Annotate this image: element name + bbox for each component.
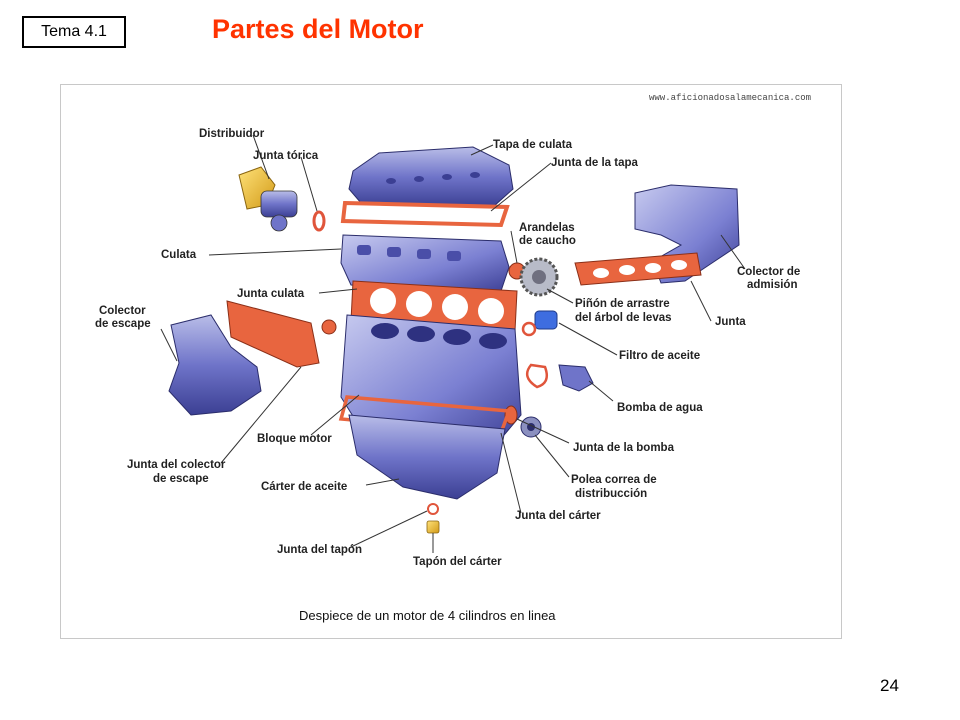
oil-pan-part [348,414,506,500]
label-junta-colector-escape-1: Junta del colector [127,459,226,471]
label-colector-admision-2: admisión [747,279,797,291]
label-junta-colector-escape-2: de escape [153,473,209,485]
label-junta-carter: Junta del cárter [515,510,601,522]
label-culata: Culata [161,249,197,261]
drain-plug-part [426,503,440,534]
part-labels: Distribuidor Junta tórica Tapa de culata… [95,128,800,568]
label-distribuidor: Distribuidor [199,128,265,140]
cylinder-head-detail [357,245,461,261]
topic-label: Tema 4.1 [22,16,126,48]
label-junta-tapa: Junta de la tapa [551,157,639,169]
timing-pulley-part [520,416,542,438]
camshaft-sprocket-part [519,257,559,297]
valve-cover-part [348,146,514,208]
label-carter-aceite: Cárter de aceite [261,481,347,493]
diagram-canvas: www.aficionadosalamecanica.com [95,93,811,623]
oil-filter-part [521,310,558,337]
label-junta-culata: Junta culata [237,288,305,300]
exhaust-gasket-part [226,300,320,368]
label-pinon-2: del árbol de levas [575,312,672,324]
label-junta-tapon: Junta del tapón [277,544,362,556]
label-junta: Junta [715,316,746,328]
label-colector-escape-1: Colector [99,305,146,317]
intake-gasket-part [574,252,702,286]
label-arandelas-2: de caucho [519,235,576,247]
label-polea-1: Polea correa de [571,474,657,486]
label-junta-bomba: Junta de la bomba [573,442,675,454]
page-number: 24 [880,676,899,695]
website-credit: www.aficionadosalamecanica.com [649,93,811,103]
label-bomba-agua: Bomba de agua [617,402,703,414]
exhaust-manifold-part [168,314,262,416]
label-pinon-1: Piñón de arrastre [575,298,670,310]
label-polea-2: distribucción [575,488,647,500]
water-pump-part [525,363,594,392]
label-tapon-carter: Tapón del cárter [413,556,502,568]
label-arandelas-1: Arandelas [519,222,575,234]
label-tapa-culata: Tapa de culata [493,139,573,151]
label-junta-torica: Junta tórica [253,150,319,162]
leader-lines [160,134,746,553]
label-bloque-motor: Bloque motor [257,433,332,445]
label-filtro-aceite: Filtro de aceite [619,350,700,362]
intake-gasket-holes [593,260,687,278]
small-gasket-ring [321,319,337,335]
engine-exploded-diagram: www.aficionadosalamecanica.com [60,84,842,639]
o-ring-part [312,210,326,232]
label-colector-escape-2: de escape [95,318,151,330]
valve-cover-holes [386,172,480,184]
distributor-part [238,166,298,232]
engine-block-bores [371,323,507,349]
head-gasket-bores [370,288,504,324]
slide-title: Partes del Motor [212,14,424,44]
valve-cover-gasket-part [340,200,510,228]
label-colector-admision-1: Colector de [737,266,800,278]
diagram-caption: Despiece de un motor de 4 cilindros en l… [299,608,556,623]
